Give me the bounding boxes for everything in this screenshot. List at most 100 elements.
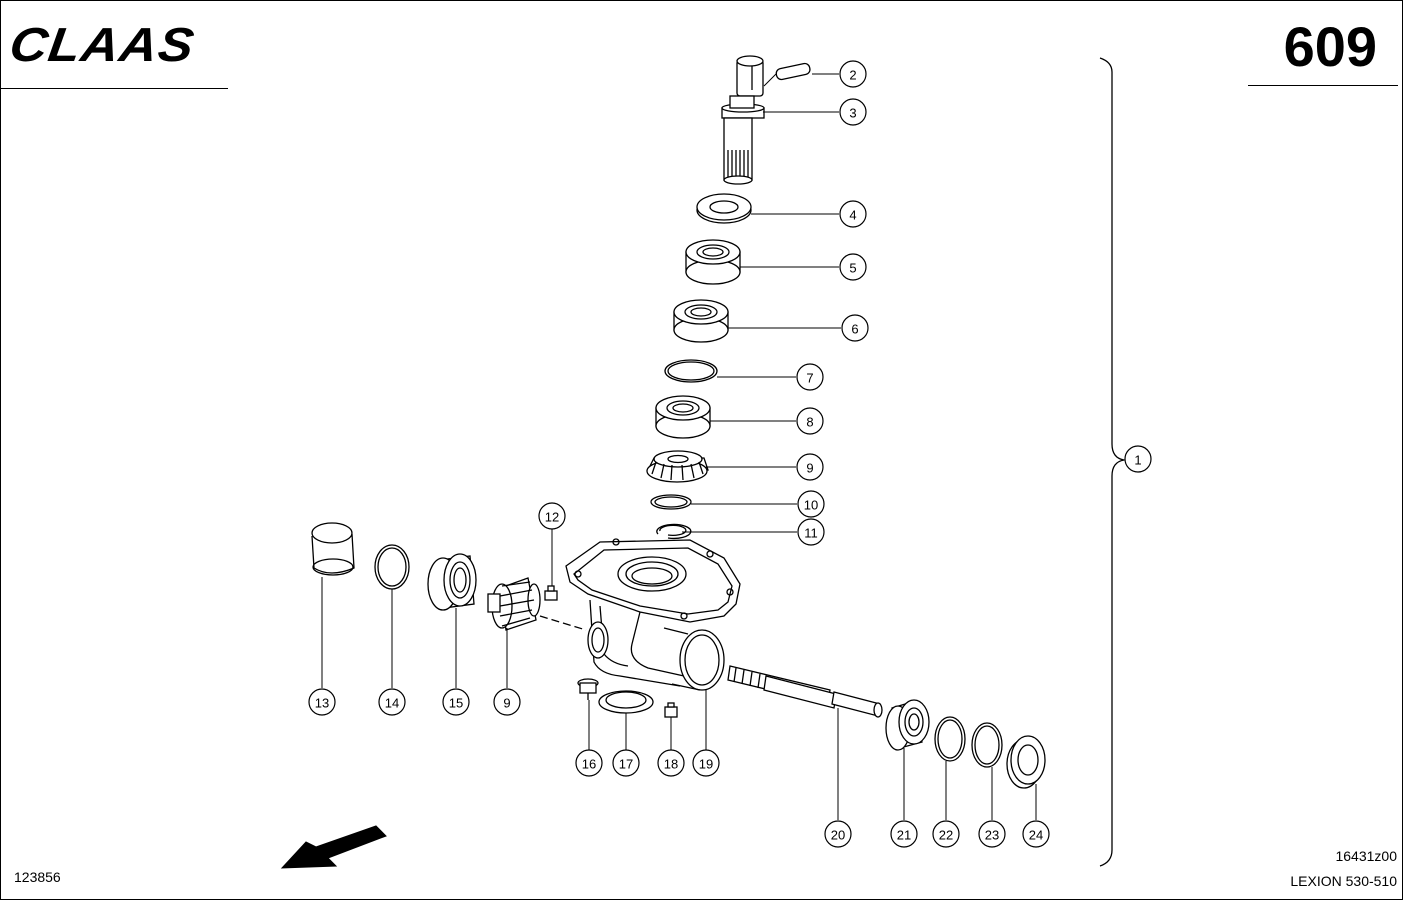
callout-circle [796, 407, 824, 435]
callout-c9b: 9 [493, 688, 521, 716]
leader-lines [321, 73, 1125, 820]
callout-c22: 22 [932, 820, 960, 848]
part-circlip-right [971, 722, 1003, 768]
callout-label: 19 [699, 757, 713, 772]
callout-c2: 2 [839, 60, 867, 88]
part-breather-valve [544, 585, 558, 601]
callout-label: 12 [545, 510, 559, 525]
callout-circle [612, 749, 640, 777]
callout-circle [378, 688, 406, 716]
callout-c3: 3 [839, 98, 867, 126]
callout-c17: 17 [612, 749, 640, 777]
callout-c5: 5 [839, 253, 867, 281]
part-output-seal [1006, 735, 1046, 789]
callout-label: 18 [664, 757, 678, 772]
model-name: LEXION 530-510 [1290, 873, 1397, 889]
callout-circle [797, 518, 825, 546]
callout-c18: 18 [657, 749, 685, 777]
part-bevel-gear-upper [646, 450, 709, 483]
part-gasket [598, 690, 654, 714]
callout-circle [308, 688, 336, 716]
part-bearing-output [885, 699, 930, 751]
part-shaft-seal [696, 193, 752, 224]
part-bearing-lower [655, 395, 711, 439]
callout-label: 11 [804, 526, 818, 541]
callout-circle [538, 502, 566, 530]
callout-label: 4 [849, 208, 856, 223]
part-bearing-middle [673, 299, 729, 343]
callout-circle [796, 363, 824, 391]
callout-label: 5 [849, 261, 856, 276]
part-shim [650, 494, 692, 510]
callout-label: 20 [831, 828, 845, 843]
callout-circle [890, 820, 918, 848]
callout-c15: 15 [442, 688, 470, 716]
page-number: 609 [1283, 15, 1377, 78]
callout-label: 9 [806, 461, 813, 476]
callout-c6: 6 [841, 314, 869, 342]
callout-c21: 21 [890, 820, 918, 848]
callout-circle [824, 820, 852, 848]
callout-circle [839, 253, 867, 281]
callout-label: 2 [849, 68, 856, 83]
callout-circle [839, 60, 867, 88]
part-bevel-gear-side [487, 577, 541, 631]
callout-label: 13 [315, 696, 329, 711]
callout-circle [493, 688, 521, 716]
callout-label: 1 [1134, 453, 1141, 468]
part-bearing-side [427, 553, 477, 611]
callout-c11: 11 [797, 518, 825, 546]
callout-label: 9 [503, 696, 510, 711]
part-drain-plug [577, 678, 599, 700]
callout-label: 3 [849, 106, 856, 121]
callout-circle [796, 453, 824, 481]
callout-c12: 12 [538, 502, 566, 530]
callout-circle [839, 98, 867, 126]
callout-circle [442, 688, 470, 716]
callout-c7: 7 [796, 363, 824, 391]
callout-c13: 13 [308, 688, 336, 716]
header-rule-left [0, 88, 228, 89]
callout-circle [692, 749, 720, 777]
header-rule-right [1248, 85, 1398, 86]
callout-label: 7 [806, 371, 813, 386]
callout-label: 15 [449, 696, 463, 711]
callout-c16: 16 [575, 749, 603, 777]
callout-circle [841, 314, 869, 342]
callout-c10: 10 [797, 490, 825, 518]
callout-circle [797, 490, 825, 518]
callout-c1: 1 [1124, 445, 1152, 473]
part-screw [664, 702, 678, 718]
callout-circle [839, 200, 867, 228]
callout-label: 24 [1029, 828, 1043, 843]
callout-label: 22 [939, 828, 953, 843]
part-gearbox-housing [539, 538, 741, 691]
callout-c23: 23 [978, 820, 1006, 848]
callout-c8: 8 [796, 407, 824, 435]
callout-circle [657, 749, 685, 777]
callout-label: 17 [619, 757, 633, 772]
callout-circle [932, 820, 960, 848]
callout-circle [575, 749, 603, 777]
part-output-shaft [727, 665, 883, 718]
callout-c24: 24 [1022, 820, 1050, 848]
document-id: 123856 [14, 869, 61, 885]
callout-circle [1124, 445, 1152, 473]
part-bearing-upper [685, 239, 741, 285]
direction-arrow-icon [280, 825, 387, 869]
assembly-brace [1099, 57, 1125, 867]
callout-c19: 19 [692, 749, 720, 777]
drawing-id: 16431z00 [1335, 848, 1397, 864]
callout-label: 14 [385, 696, 399, 711]
callout-label: 23 [985, 828, 999, 843]
part-pin [775, 62, 811, 81]
part-input-shaft [721, 55, 765, 185]
part-circlip-upper [656, 523, 692, 540]
part-spacer-ring [934, 716, 966, 762]
callout-label: 21 [897, 828, 911, 843]
part-cover-cap [311, 522, 355, 576]
part-o-ring [664, 359, 718, 383]
callout-c20: 20 [824, 820, 852, 848]
